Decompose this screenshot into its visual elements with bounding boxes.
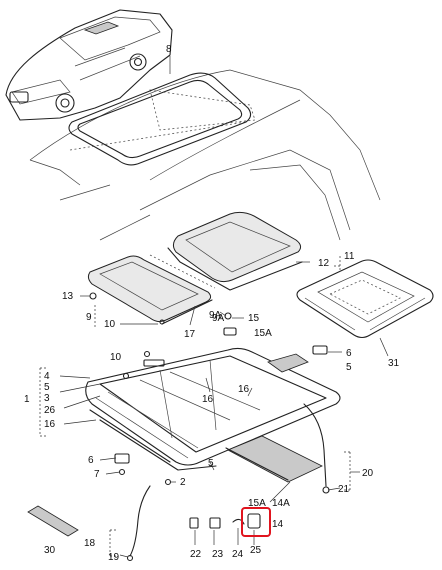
callout-25: 25 <box>250 545 262 556</box>
callout-16a: 16 <box>44 419 56 430</box>
callout-19: 19 <box>108 552 120 563</box>
callout-1: 1 <box>24 394 30 405</box>
callout-2: 2 <box>180 477 186 488</box>
leader-lines <box>59 56 389 558</box>
callout-4: 4 <box>44 371 50 382</box>
car-thumbnail <box>5 9 173 121</box>
callout-5b: 5 <box>44 382 50 393</box>
callout-17: 17 <box>184 329 196 340</box>
callout-3: 3 <box>44 393 50 404</box>
callout-12: 12 <box>318 258 330 269</box>
callout-24: 24 <box>232 549 244 560</box>
part-30-tool <box>27 505 79 537</box>
roof-outline <box>29 69 381 241</box>
callout-8: 8 <box>166 44 172 55</box>
callout-31: 31 <box>388 358 400 369</box>
callout-7: 7 <box>94 469 100 480</box>
part-18-drain-hose <box>126 485 151 562</box>
callout-10b: 10 <box>110 352 122 363</box>
callout-9A: 9A <box>209 310 222 321</box>
callout-14: 14 <box>272 519 284 530</box>
small-hardware <box>89 292 328 529</box>
callout-13: 13 <box>62 291 74 302</box>
callout-16b: 16 <box>202 394 214 405</box>
callout-labels: 8 11 12 13 9 10 17 9A 15 15A 31 10 9A 6 … <box>24 44 400 563</box>
part-17-rear-panel <box>87 254 216 325</box>
highlight-box-part-25 <box>241 507 271 537</box>
callout-9A-b: 9A <box>212 313 225 324</box>
callout-15A: 15A <box>254 328 272 339</box>
callout-14A: 14A <box>272 498 290 509</box>
callout-26: 26 <box>44 405 56 416</box>
part-8-seal <box>68 72 252 166</box>
callout-15A-b: 15A <box>248 498 266 509</box>
part-11-glass-panel <box>167 211 303 291</box>
group-brackets <box>39 256 351 557</box>
callout-11: 11 <box>344 251 355 262</box>
callout-10: 10 <box>104 319 116 330</box>
callout-5c: 5 <box>208 458 214 469</box>
callout-6: 6 <box>346 348 352 359</box>
callout-5: 5 <box>346 362 352 373</box>
part-20-sunblind <box>225 403 330 494</box>
callout-21: 21 <box>338 484 350 495</box>
part-31-cassette <box>296 259 434 339</box>
callout-18: 18 <box>84 538 96 549</box>
callout-6b: 6 <box>88 455 94 466</box>
part-1-main-frame <box>85 347 341 471</box>
callout-9: 9 <box>86 312 92 323</box>
callout-16c: 16 <box>238 384 250 395</box>
callout-15: 15 <box>248 313 260 324</box>
callout-20: 20 <box>362 468 374 479</box>
callout-30: 30 <box>44 545 56 556</box>
callout-23: 23 <box>212 549 224 560</box>
callout-22: 22 <box>190 549 202 560</box>
